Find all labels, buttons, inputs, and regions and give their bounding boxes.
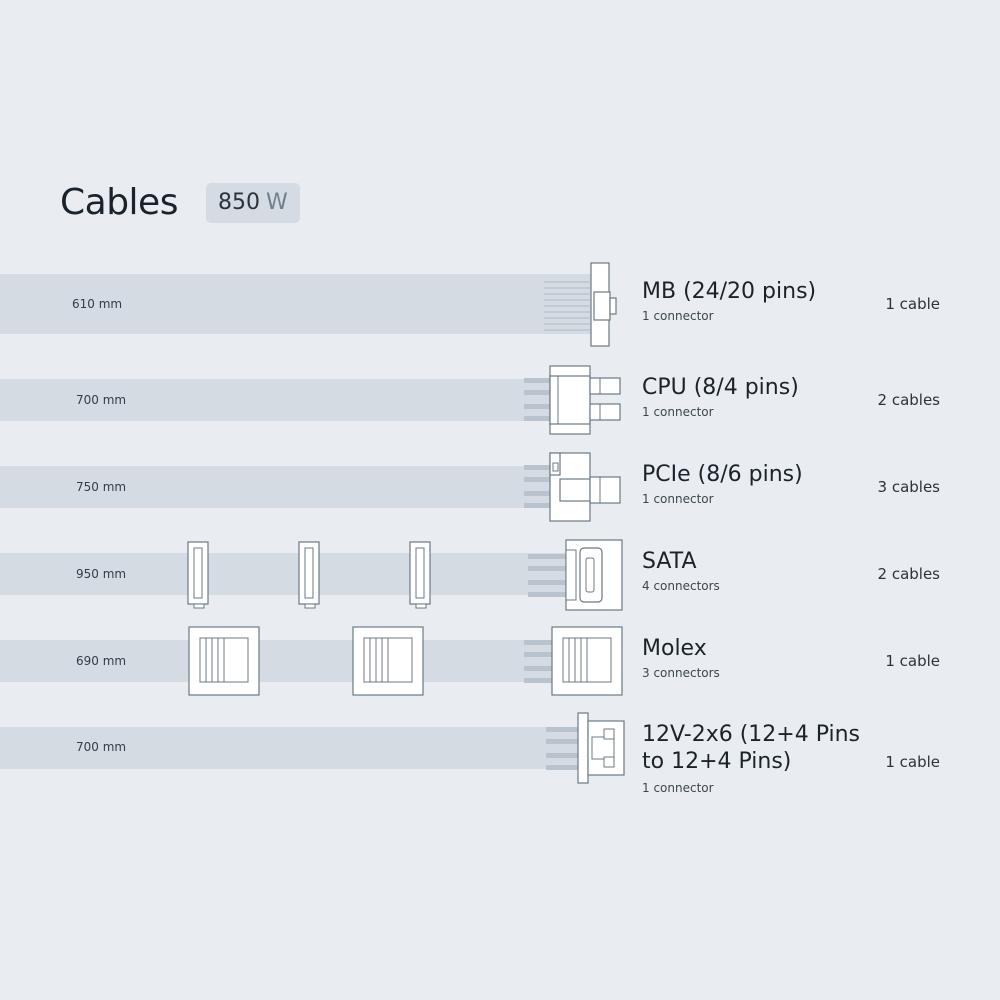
cable-count: 3 cables: [877, 478, 940, 496]
cable-band: [0, 553, 570, 595]
cable-name: Molex: [642, 636, 707, 661]
page-header: Cables 850 W: [60, 182, 300, 223]
cable-band: [0, 379, 560, 421]
cable-length: 700 mm: [76, 393, 127, 407]
cable-length: 950 mm: [76, 567, 127, 581]
wattage-badge: 850 W: [205, 182, 300, 223]
eps-8pin-connector-icon: [524, 365, 621, 435]
wattage-value: 850: [217, 190, 260, 215]
sata-inline-connector-icon: [409, 541, 431, 609]
cable-length: 750 mm: [76, 480, 127, 494]
molex-inline-connector-icon: [352, 626, 424, 696]
sata-inline-connector-icon: [187, 541, 209, 609]
page-title: Cables: [60, 182, 178, 223]
cable-name: PCIe (8/6 pins): [642, 462, 803, 487]
connector-count: 1 connector: [642, 405, 714, 419]
connector-count: 4 connectors: [642, 579, 720, 593]
cable-name: CPU (8/4 pins): [642, 375, 799, 400]
cable-band: [0, 274, 600, 334]
cable-length: 700 mm: [76, 740, 127, 754]
cable-name-line-1: 12V-2x6 (12+4 Pins: [642, 722, 861, 747]
cable-name: 12V-2x6 (12+4 Pins to 12+4 Pins): [642, 722, 860, 776]
cable-count: 1 cable: [885, 295, 940, 313]
cable-length: 610 mm: [72, 297, 123, 311]
cable-band: [0, 466, 560, 508]
cable-length: 690 mm: [76, 654, 127, 668]
molex-inline-connector-icon: [188, 626, 260, 696]
cable-band: [0, 640, 570, 682]
connector-count: 1 connector: [642, 781, 714, 795]
cable-name-line-2: to 12+4 Pins): [642, 748, 792, 774]
connector-count: 1 connector: [642, 309, 714, 323]
cable-name: MB (24/20 pins): [642, 279, 817, 304]
connector-count: 1 connector: [642, 492, 714, 506]
cable-count: 2 cables: [877, 391, 940, 409]
cable-count: 2 cables: [877, 565, 940, 583]
atx-24pin-connector-icon: [544, 262, 617, 347]
molex-connector-icon: [524, 626, 623, 696]
cable-count: 1 cable: [885, 652, 940, 670]
cable-count: 1 cable: [885, 753, 940, 771]
wattage-unit: W: [265, 190, 288, 215]
sata-inline-connector-icon: [298, 541, 320, 609]
sata-power-connector-icon: [528, 539, 623, 611]
pcie-8pin-connector-icon: [524, 452, 621, 522]
cable-name: SATA: [642, 549, 697, 574]
connector-count: 3 connectors: [642, 666, 720, 680]
12v-2x6-connector-icon: [546, 712, 625, 784]
cable-band: [0, 727, 590, 769]
